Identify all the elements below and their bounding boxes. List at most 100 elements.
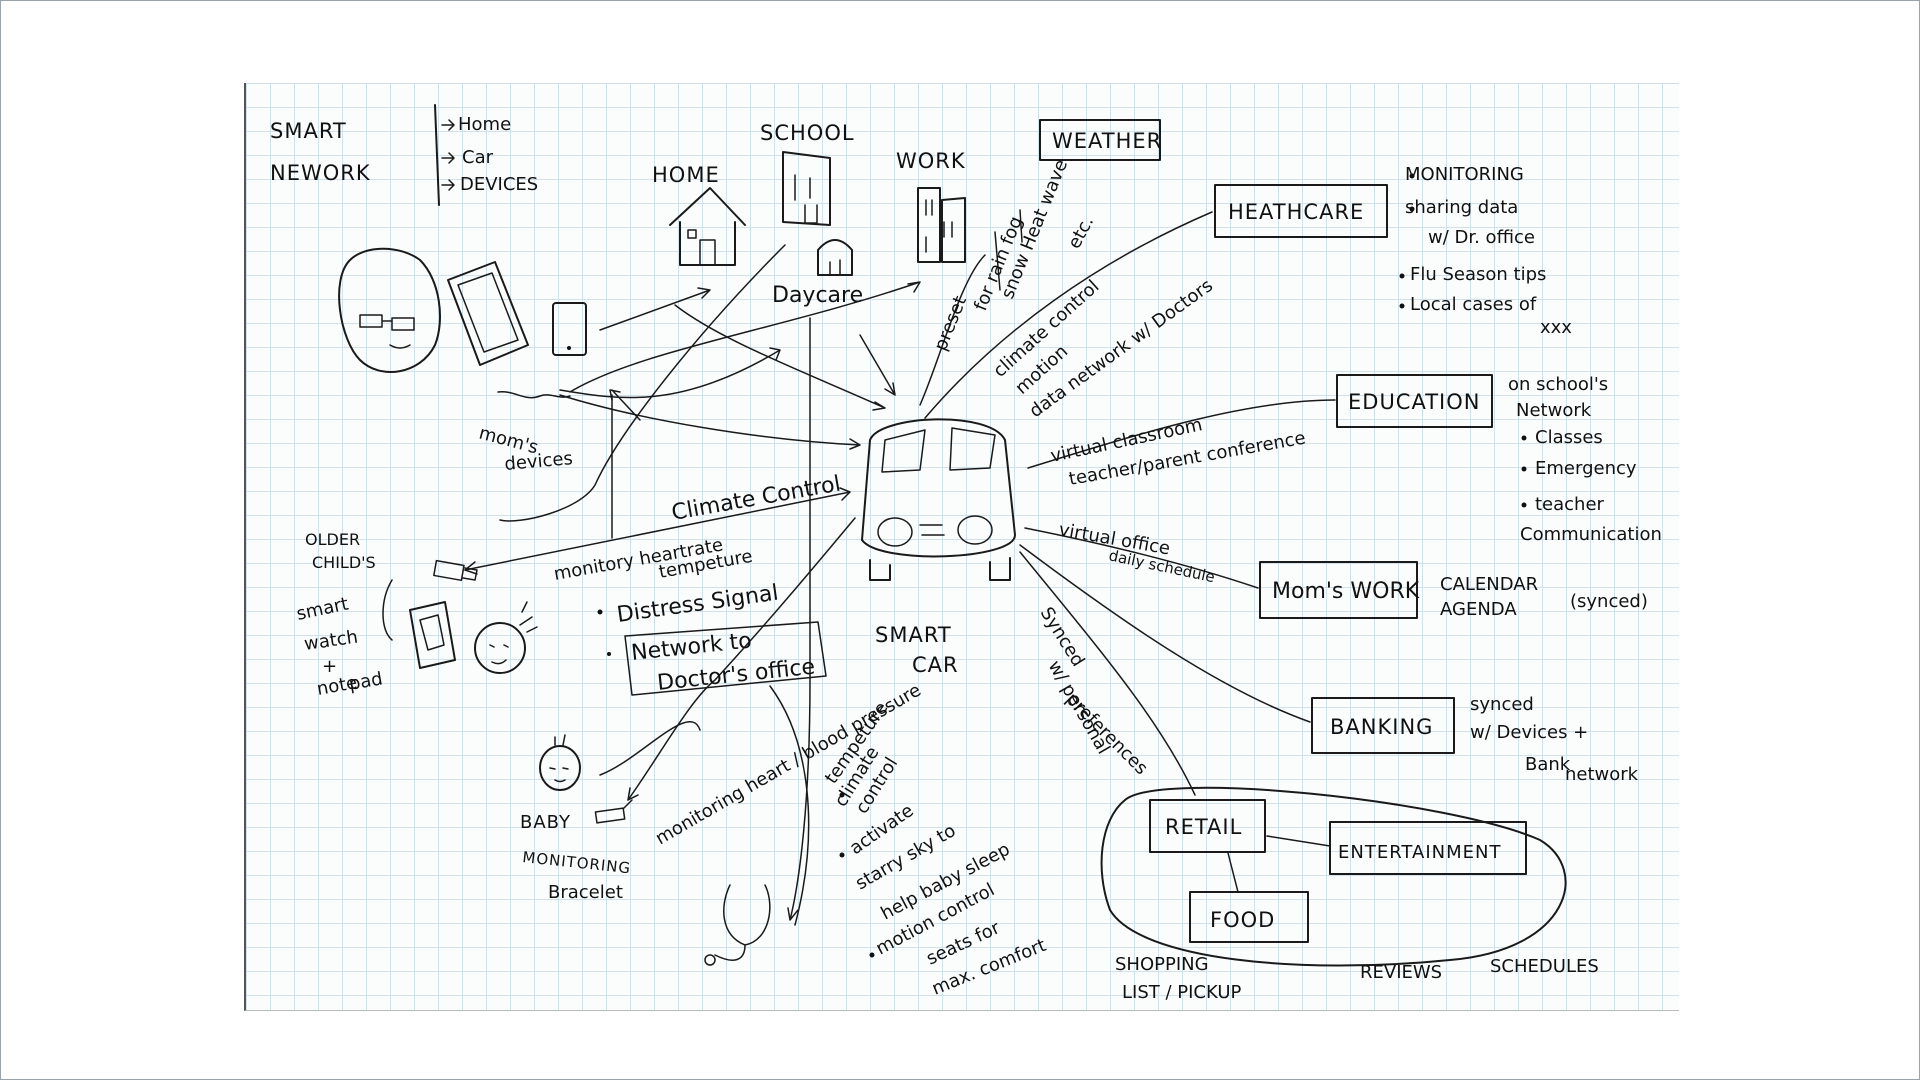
- arrow-home-car: [674, 304, 886, 411]
- baby-label-1: BABY: [520, 812, 571, 833]
- line-daycare-doctor: [787, 317, 811, 921]
- healthcare-bullet-4: Local cases of: [1410, 294, 1537, 315]
- distress-title: Distress Signal: [615, 581, 780, 628]
- food-box: [1189, 891, 1309, 943]
- car-label-1: SMART: [875, 623, 952, 647]
- arrow-distress-doctor: [769, 685, 810, 926]
- baby-bracelet-icon: [594, 799, 633, 824]
- legend-title-line1: SMART: [270, 119, 347, 143]
- banking-note-3: Bank: [1525, 754, 1571, 775]
- legend-arrow-home: [441, 119, 455, 131]
- legend-item-devices: DEVICES: [460, 174, 538, 195]
- connection-arrows: [464, 244, 921, 926]
- locations: HOME SCHOOL WORK Daycare: [652, 121, 966, 308]
- education-link: [1027, 399, 1336, 469]
- moms-work-note-2: AGENDA: [1440, 599, 1517, 620]
- label-home: HOME: [652, 163, 720, 187]
- car-grille: [919, 524, 945, 536]
- baby-face-icon: [539, 734, 581, 791]
- arrow-car-baby: [627, 517, 856, 801]
- baby-label-2: MONITORING: [522, 848, 632, 877]
- education-node: EDUCATION virtual classroom teacher/pare…: [1027, 374, 1662, 545]
- baby-label-3: Bracelet: [548, 882, 623, 903]
- tablet-icon: [447, 261, 529, 366]
- older-child-label-2: CHILD'S: [312, 553, 376, 572]
- car-body: [861, 418, 1016, 558]
- legend-item-home: Home: [458, 114, 511, 135]
- legend-title-line2: NEWORK: [270, 161, 371, 185]
- shopping-note-1: SHOPPING: [1115, 954, 1209, 975]
- education-note-4: Emergency: [1535, 458, 1637, 479]
- weather-box: [1039, 119, 1161, 161]
- arrow-head-baby: [627, 787, 639, 801]
- schedules-note: SCHEDULES: [1490, 956, 1599, 977]
- weather-etc: etc.: [1064, 213, 1098, 253]
- older-child-label-3: smart: [295, 593, 351, 624]
- daycare-building-icon: [817, 239, 853, 276]
- smart-car: SMART CAR: [861, 418, 1016, 677]
- healthcare-bullet-2: sharing data: [1405, 197, 1518, 218]
- weather-link: [919, 254, 986, 406]
- healthcare-bullet-2b: w/ Dr. office: [1428, 227, 1535, 248]
- arrow-devices-work: [569, 281, 921, 393]
- banking-box: [1311, 697, 1455, 754]
- leisure-connectors: [1227, 835, 1331, 893]
- banking-link: [1019, 544, 1311, 723]
- leisure-oval: [1100, 786, 1567, 967]
- banking-note-4: network: [1565, 764, 1639, 785]
- stethoscope-icon: [704, 884, 771, 966]
- arrow-head-watch: [464, 561, 478, 575]
- education-note-1: on school's: [1508, 374, 1608, 395]
- retail-box: [1149, 799, 1266, 853]
- car-label-2: CAR: [912, 653, 959, 677]
- climate-control-label: Climate Control: [670, 472, 843, 526]
- older-child-label-1: OLDER: [305, 530, 360, 549]
- education-label: EDUCATION: [1348, 390, 1480, 414]
- school-building-icon: [782, 151, 831, 226]
- label-work: WORK: [896, 149, 966, 173]
- car-headlight-left: [877, 517, 913, 547]
- bullet-dot: [1399, 303, 1405, 309]
- distress-node: Distress Signal Network to Doctor's offi…: [597, 581, 827, 696]
- moms-work-link: [1024, 527, 1259, 589]
- legend: SMART NEWORK Home Car DEVICES: [270, 104, 538, 206]
- weather-bracket: [994, 209, 1023, 291]
- healthcare-box: [1214, 184, 1388, 238]
- mom-face-icon: [338, 247, 441, 373]
- older-child-label-7: pad: [347, 668, 384, 695]
- healthcare-bullet-1: MONITORING: [1405, 164, 1524, 185]
- banking-label: BANKING: [1330, 715, 1433, 739]
- car-windshield: [881, 427, 996, 473]
- arrow-down-devices: [609, 389, 641, 421]
- education-box: [1336, 374, 1493, 428]
- smart-watch-icon: [433, 559, 478, 582]
- education-note-3: Classes: [1535, 427, 1603, 448]
- bullet-dot: [597, 609, 603, 615]
- bullet-dot: [1409, 206, 1415, 212]
- healthcare-link: [924, 211, 1213, 419]
- weather-preset: preset: [930, 293, 971, 354]
- mom-group: mom's devices: [338, 247, 587, 475]
- bullet-dot: [1521, 502, 1527, 508]
- older-child-label-4: watch: [303, 627, 360, 655]
- work-buildings-icon: [917, 187, 966, 263]
- notepad-icon: [409, 601, 456, 669]
- bullet-dot: [839, 852, 845, 858]
- child-face-icon: [474, 601, 538, 674]
- banking-node: BANKING synced w/ Devices + Bank network: [1019, 544, 1639, 785]
- mom-devices-squiggle: [497, 391, 571, 399]
- healthcare-label: HEATHCARE: [1228, 200, 1364, 224]
- grid-paper-sheet: [244, 83, 1679, 1011]
- bullet-dot: [1521, 466, 1527, 472]
- arrow-devices-daycare: [559, 347, 781, 399]
- education-note-2: Network: [1516, 400, 1592, 421]
- arrow-car-watch: [464, 487, 851, 571]
- entertainment-box: [1329, 821, 1527, 875]
- home-house-icon: [669, 187, 746, 266]
- arrow-school-child: [499, 244, 786, 522]
- food-label: FOOD: [1210, 908, 1275, 932]
- arrow-baby-distress: [599, 721, 701, 776]
- arrow-daycare-car: [859, 334, 896, 396]
- reviews-note: REVIEWS: [1360, 962, 1442, 983]
